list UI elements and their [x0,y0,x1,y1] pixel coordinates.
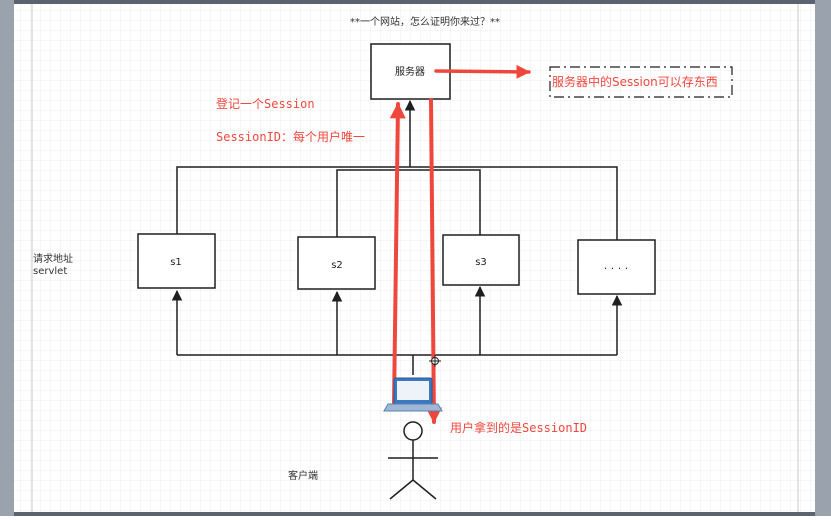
server-box-s2[interactable]: s2 [297,236,376,290]
red-arrow-return-id [425,98,442,424]
red-arrow-to-storage [434,64,531,79]
server-box-s3-label: s3 [475,257,487,268]
laptop-icon [383,377,443,412]
client-label: 客户端 [288,469,318,482]
side-panel-left [0,0,14,516]
annotation-register-session: 登记一个Session [216,96,315,111]
lower-connectors [171,285,623,375]
server-box-more[interactable]: · · · · [577,239,656,295]
user-figure-icon [388,421,438,500]
server-label: 服务器 [395,65,425,78]
server-box-s3[interactable]: s3 [442,234,520,286]
move-cursor-icon [429,355,441,367]
request-address-label: 请求地址 [33,252,73,265]
server-box-s1-label: s1 [170,257,182,268]
annotation-session-id-unique: SessionID：每个用户唯一 [216,129,365,144]
red-arrow-register [389,102,406,407]
server-box-s1[interactable]: s1 [137,233,216,289]
session-storage-note-box [549,66,733,98]
session-storage-note: 服务器中的Session可以存东西 [552,74,718,89]
server-box-s2-label: s2 [331,260,343,271]
side-panel-right [815,0,831,516]
diagram-title: **一个网站，怎么证明你来过？** [350,15,500,28]
servlet-label: servlet [33,266,67,277]
red-arrows [389,64,531,424]
server-box-more-label: · · · · [604,262,628,275]
annotation-user-gets-id: 用户拿到的是SessionID [450,420,587,435]
